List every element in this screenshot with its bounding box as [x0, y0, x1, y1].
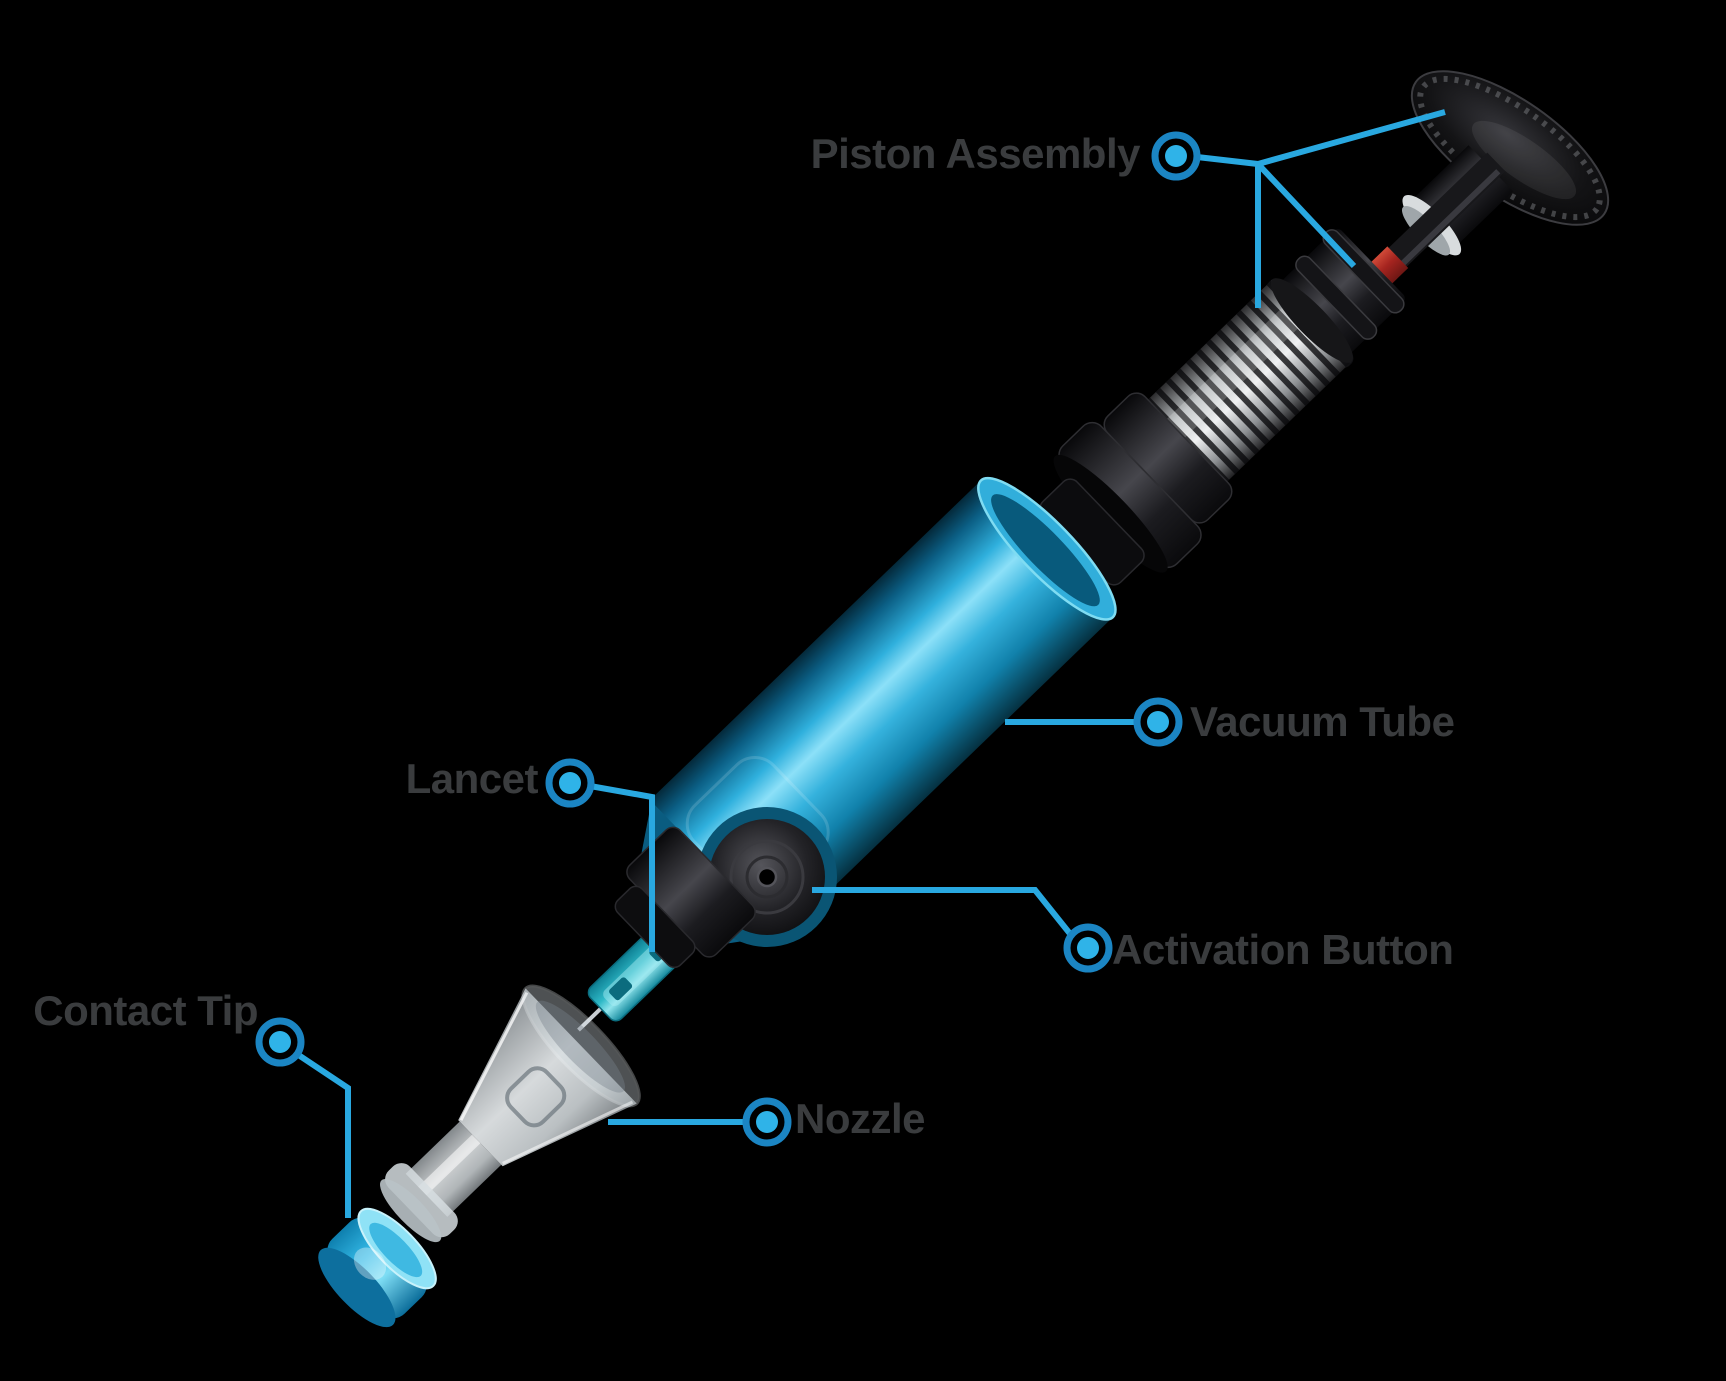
nozzle-part: [380, 984, 641, 1243]
callout-marker-contact-tip: [255, 1017, 305, 1067]
nozzle-molded-detail: [505, 1066, 567, 1128]
callout-markers: [255, 131, 1201, 1147]
lancet-needle: [577, 1003, 606, 1032]
leader-line-activation-button: [812, 887, 1074, 937]
leader-lines: [295, 109, 1446, 1218]
tube-end-cap: [614, 826, 756, 969]
callout-marker-activation-button: [1063, 923, 1113, 973]
leader-line-contact-tip: [295, 1051, 351, 1218]
label-lancet: Lancet: [405, 755, 539, 802]
label-piston-assembly: Piston Assembly: [810, 130, 1141, 177]
label-vacuum-tube: Vacuum Tube: [1190, 698, 1455, 745]
label-activation-button: Activation Button: [1112, 926, 1454, 973]
bellows-base-rings: [1039, 392, 1233, 586]
callout-marker-lancet: [545, 758, 595, 808]
leader-line-piston-assembly: [1196, 109, 1446, 308]
contact-tip-part: [318, 1207, 437, 1328]
label-contact-tip: Contact Tip: [33, 987, 258, 1034]
callout-marker-vacuum-tube: [1133, 697, 1183, 747]
callout-marker-piston-assembly: [1151, 131, 1201, 181]
leader-line-lancet: [589, 783, 655, 952]
callout-marker-nozzle: [742, 1097, 792, 1147]
label-nozzle: Nozzle: [795, 1095, 926, 1142]
